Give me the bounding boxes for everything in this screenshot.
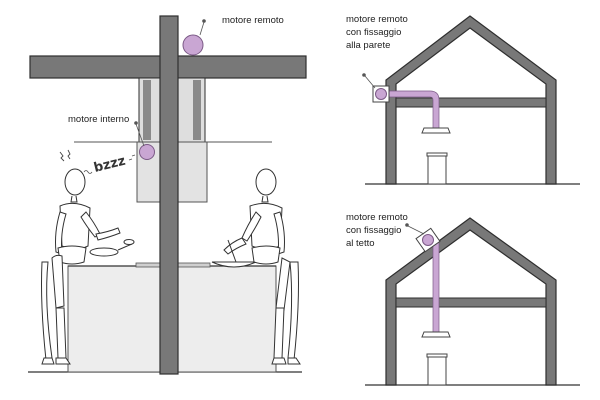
internal-motor-label: motore interno <box>68 114 129 125</box>
remote-motor-label: motore remoto <box>222 15 284 26</box>
wall-motor-icon <box>375 88 387 100</box>
wall-duct <box>382 91 439 128</box>
roof-motor-icon <box>422 234 434 246</box>
left-mannequin <box>41 168 135 365</box>
roof-duct <box>432 241 440 333</box>
roof-mount-label-line2: con fissaggio <box>346 225 401 236</box>
wall-mount-label-line2: con fissaggio <box>346 27 401 38</box>
wall-house-floor-slab <box>395 97 547 108</box>
roof-house-shell <box>385 217 557 386</box>
house-wall-mount: motore remoto con fissaggio alla parete <box>346 14 580 185</box>
roof-mount-label-line3: al tetto <box>346 238 375 249</box>
wall-house-shell <box>385 15 557 185</box>
internal-motor-icon <box>139 144 155 160</box>
roof-house-floor-slab <box>395 297 547 308</box>
noise-text: bzzz <box>92 154 127 176</box>
roof-hood <box>421 331 451 338</box>
kitchen-scene: motore remoto motore interno bzzz <box>28 15 307 375</box>
remote-motor-icon <box>182 34 204 56</box>
wall-mount-label-line1: motore remoto <box>346 14 408 25</box>
roof-mount-label-line1: motore remoto <box>346 212 408 223</box>
wall-hood <box>421 127 451 134</box>
right-mannequin <box>211 168 301 365</box>
central-column <box>159 15 179 375</box>
wall-mount-label-line3: alla parete <box>346 40 390 51</box>
house-roof-mount: motore remoto con fissaggio al tetto <box>346 212 580 386</box>
annoyance-marks <box>59 149 71 162</box>
